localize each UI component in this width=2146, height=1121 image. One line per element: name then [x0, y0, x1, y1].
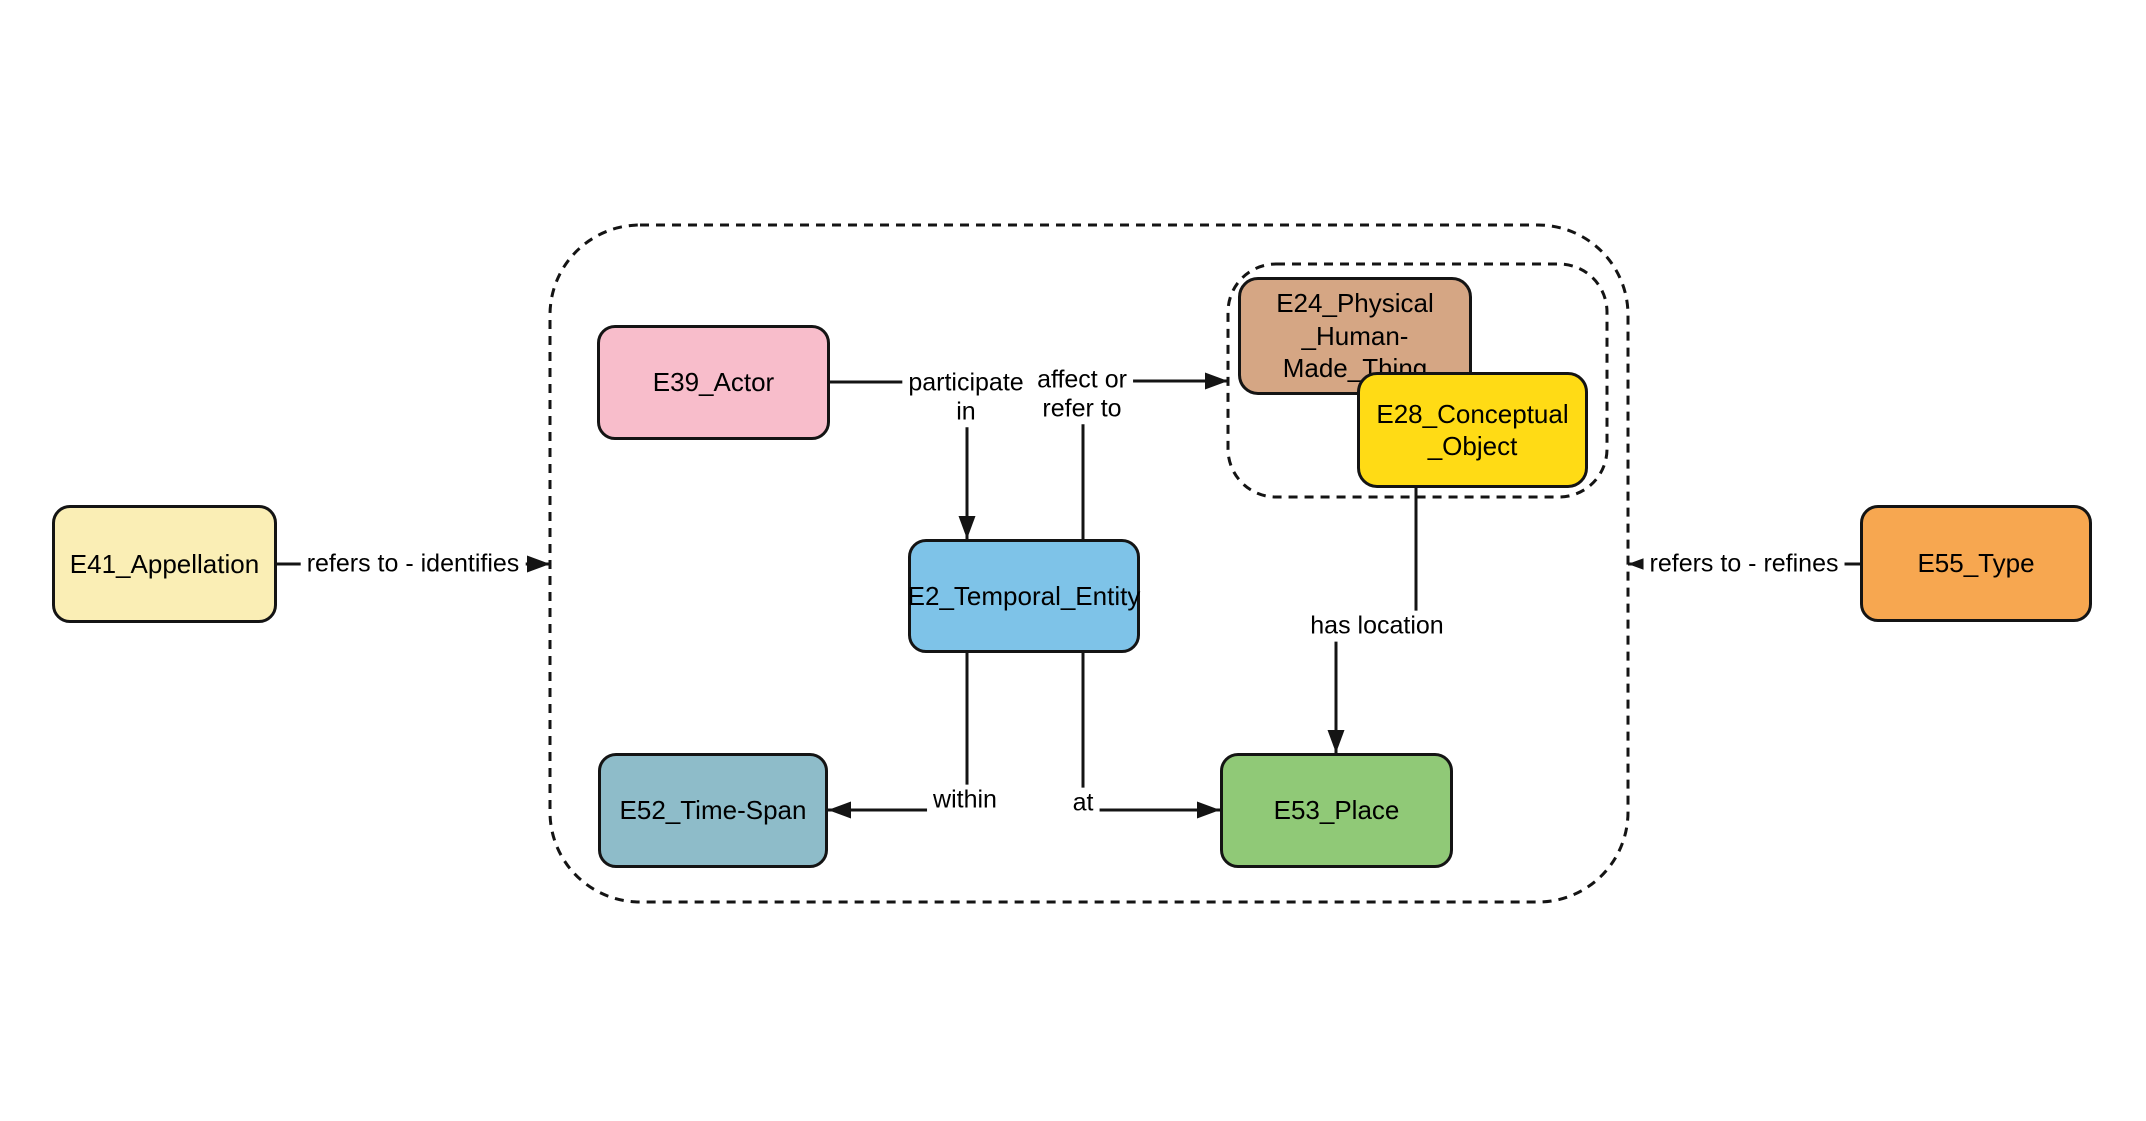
edge-label-affect-or-refer-to: affect or refer to [1031, 364, 1133, 424]
node-e39-actor: E39_Actor [597, 325, 830, 440]
edge-label-refers-to-refines: refers to - refines [1643, 548, 1845, 580]
edge-at [1081, 653, 1220, 819]
node-e2-temporal-entity: E2_Temporal_Entity [908, 539, 1140, 653]
node-e53-place: E53_Place [1220, 753, 1453, 868]
edge-label-participate-in: participate in [902, 367, 1030, 427]
edge-label-at: at [1066, 787, 1100, 819]
node-e52-time-span: E52_Time-Span [598, 753, 828, 868]
edge-label-has-location: has location [1304, 610, 1450, 642]
edge-label-refers-to-identifies: refers to - identifies [300, 548, 526, 580]
edge-label-within: within [927, 784, 1003, 816]
node-e28-conceptual-object: E28_Conceptual _Object [1357, 372, 1588, 488]
node-e41-appellation: E41_Appellation [52, 505, 277, 623]
node-e55-type: E55_Type [1860, 505, 2092, 622]
